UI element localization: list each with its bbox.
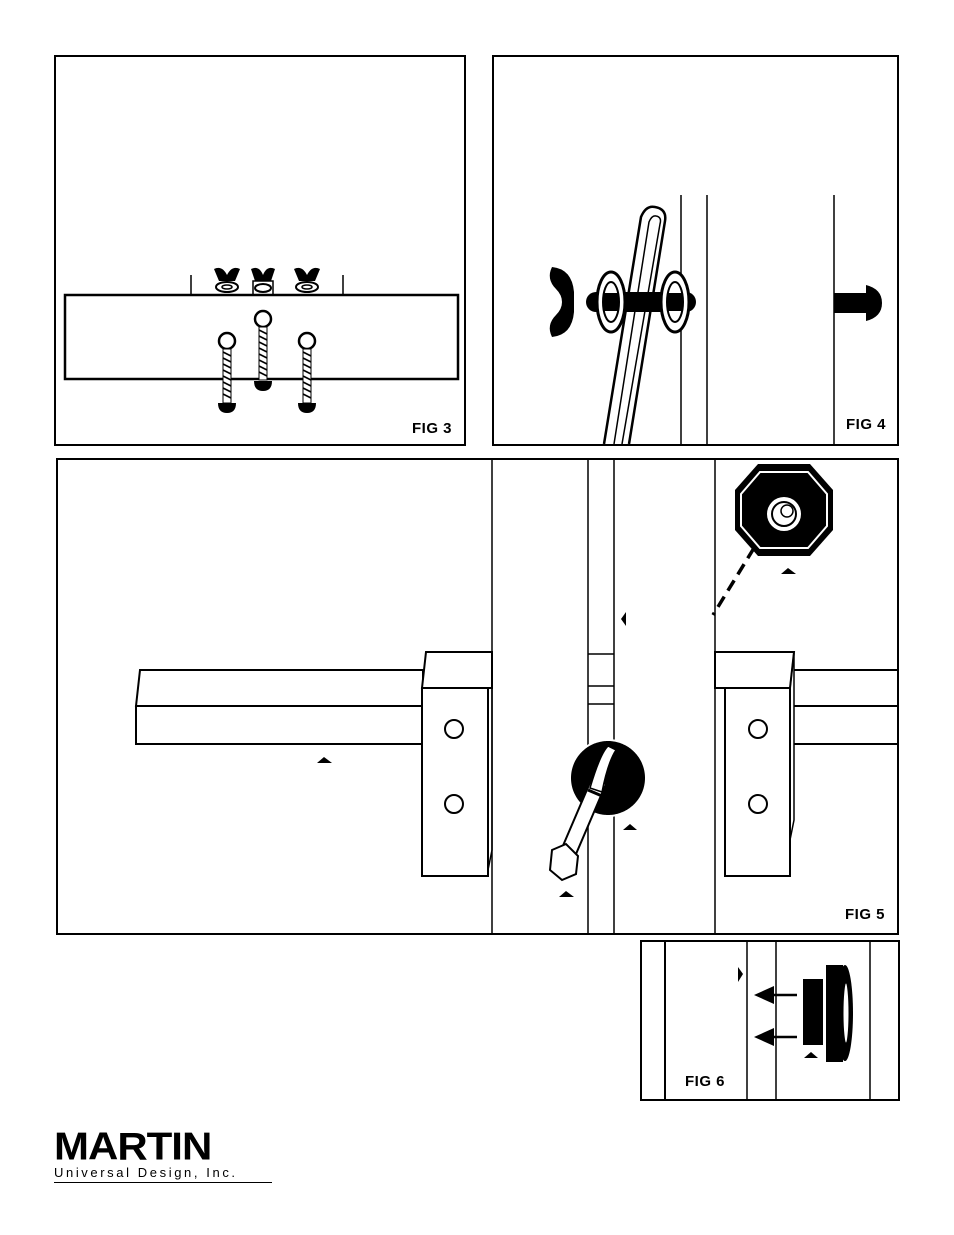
fig4-drawing (494, 57, 897, 444)
fig3-drawing (56, 57, 464, 444)
logo-wordmark: MARTIN (54, 1130, 274, 1163)
fig3-label: FIG 3 (412, 420, 452, 437)
hex-bolt (550, 740, 646, 880)
fig5-drawing (58, 460, 897, 933)
fig4-label: FIG 4 (846, 416, 886, 433)
fig5-label: FIG 5 (845, 906, 885, 923)
fig3-panel: FIG 3 (54, 55, 466, 446)
wing-nut-middle (251, 268, 275, 295)
fig6-panel: FIG 6 (640, 940, 900, 1101)
martin-logo: MARTIN Universal Design, Inc. (54, 1130, 274, 1183)
fig6-drawing (642, 942, 898, 1099)
octagon-nut-detail (735, 464, 833, 556)
wing-nut (550, 267, 574, 337)
fig6-label: FIG 6 (685, 1073, 725, 1090)
logo-underline (54, 1182, 272, 1183)
wing-nut-left (214, 268, 240, 292)
fig4-panel: FIG 4 (492, 55, 899, 446)
wing-nut-right (294, 268, 320, 292)
fig5-panel: FIG 5 (56, 458, 899, 935)
logo-tagline: Universal Design, Inc. (54, 1166, 274, 1180)
